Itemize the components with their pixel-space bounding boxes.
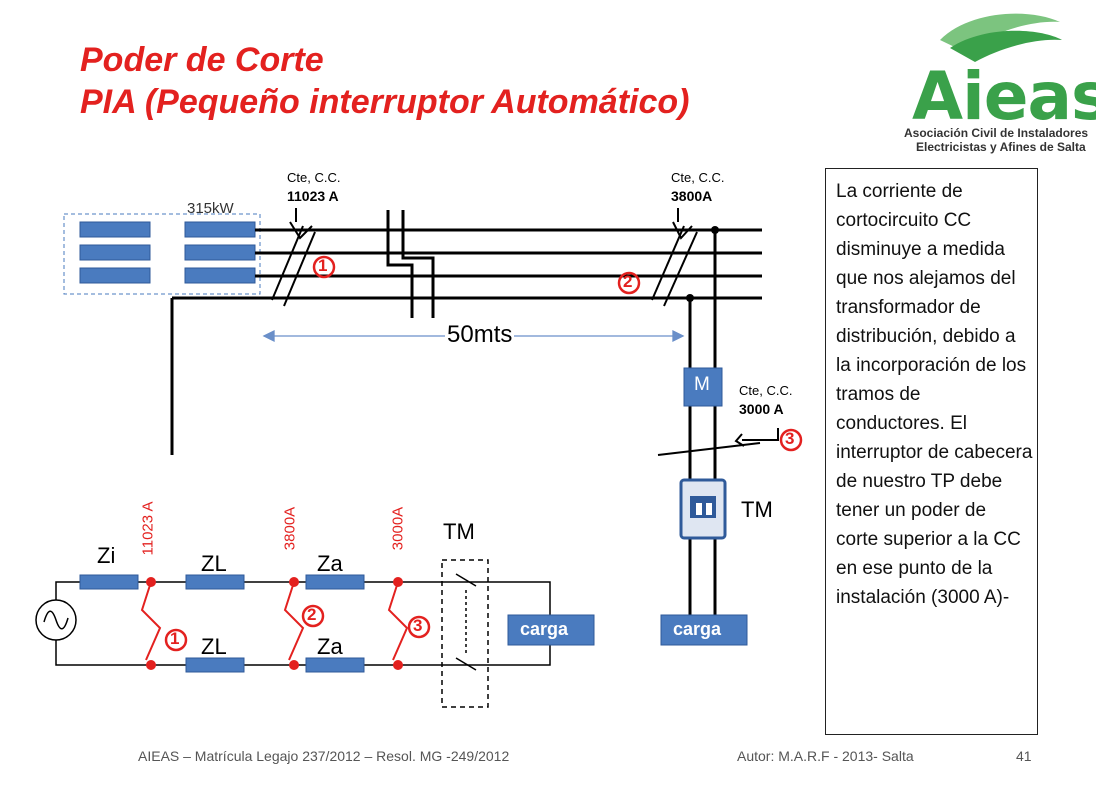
- point3-caption: Cte, C.C.: [739, 383, 793, 398]
- point1-caption: Cte, C.C.: [287, 170, 341, 185]
- breaker-3: [657, 428, 779, 456]
- footer-left: AIEAS – Matrícula Legajo 237/2012 – Reso…: [138, 748, 510, 764]
- circuit-marker-2: 2: [307, 605, 317, 624]
- transformer-frame: [63, 213, 261, 295]
- impedances: [79, 574, 365, 673]
- short-circuit-paths: [140, 577, 409, 670]
- slide-title-line2: PIA (Pequeño interruptor Automático): [80, 83, 690, 121]
- meter-label: M: [694, 374, 710, 395]
- tm-contacts: [455, 573, 477, 671]
- point3-value: 3000 A: [739, 401, 784, 417]
- tm-label-top: TM: [741, 497, 773, 522]
- current-1: 11023 A: [139, 501, 157, 556]
- transformer-coils: [79, 221, 256, 284]
- tm-frame: [441, 559, 489, 708]
- footer-right: Autor: M.A.R.F - 2013- Salta: [737, 748, 914, 764]
- circuit-marker-3: 3: [413, 616, 423, 635]
- slide-title-line1: Poder de Corte: [80, 41, 324, 79]
- marker-3: 3: [785, 429, 795, 448]
- page-number: 41: [1016, 748, 1032, 764]
- transformer-label: 315kW: [187, 200, 234, 217]
- load-box-top: [660, 614, 748, 646]
- logo-subtitle-1: Asociación Civil de Instaladores: [904, 126, 1089, 140]
- zl-bottom-label: ZL: [201, 634, 227, 659]
- marker-1: 1: [318, 256, 328, 275]
- circuit-wires: [55, 581, 551, 666]
- tm-circuit-label: TM: [443, 519, 475, 544]
- explanation-box: La corriente de cortocircuito CC disminu…: [825, 168, 1038, 735]
- load-label-circuit: carga: [520, 619, 569, 639]
- point-markers: [164, 255, 803, 652]
- breaker-2: [651, 208, 698, 307]
- meter-box: [683, 367, 723, 407]
- za-top-label: Za: [317, 551, 343, 576]
- point2-caption: Cte, C.C.: [671, 170, 725, 185]
- circuit-marker-1: 1: [170, 629, 180, 648]
- logo-name: Aieas: [912, 58, 1096, 135]
- zi-label: Zi: [97, 543, 116, 568]
- point1-value: 11023 A: [287, 188, 339, 204]
- load-label-top: carga: [673, 619, 722, 639]
- breaker-1: [271, 208, 316, 307]
- current-3: 3000A: [389, 506, 407, 551]
- zl-top-label: ZL: [201, 551, 227, 576]
- load-box-circuit: [507, 614, 595, 646]
- za-bottom-label: Za: [317, 634, 343, 659]
- current-2: 3800A: [281, 506, 299, 551]
- distance-label: 50mts: [445, 321, 515, 349]
- point2-value: 3800A: [671, 188, 713, 204]
- tm-device: [679, 478, 727, 540]
- marker-2: 2: [623, 272, 633, 291]
- logo-subtitle-2: Electricistas y Afines de Salta: [916, 140, 1086, 154]
